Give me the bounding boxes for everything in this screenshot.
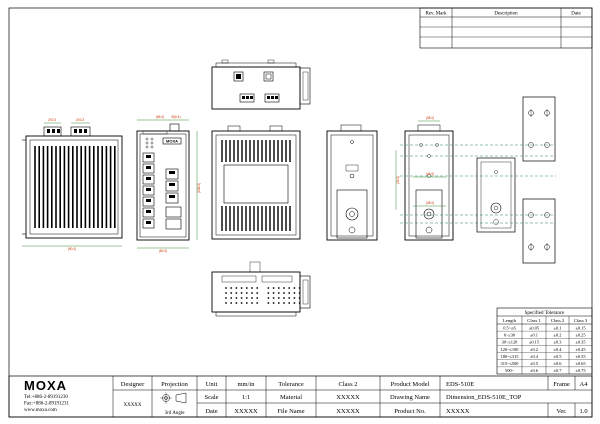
scale-value: 1:1 [242, 394, 250, 401]
dim-label-wall-4: (38.0) [426, 116, 434, 120]
rev-mark-header: Rev. Mark [425, 12, 447, 17]
filename-label: File Name [277, 408, 304, 415]
tolerance-cell: 30~≤120 [502, 340, 519, 345]
filename-value: XXXXX [336, 408, 360, 415]
tolerance-header-0: Length [503, 318, 517, 323]
bracket-view [476, 157, 516, 233]
tolerance-cell: ±0.5 [554, 354, 563, 359]
unit-label: Unit [206, 381, 218, 388]
tolerance-cell: ±0.6 [554, 361, 563, 366]
tolerance-table: Specified Tolerance Length Class 1 Class 2… [496, 307, 593, 375]
dim-label-hole: Ø(6.4) [171, 115, 180, 119]
third-angle-projection-icon [160, 392, 187, 404]
ver-label: Ver. [556, 408, 567, 415]
material-label: Material [280, 394, 302, 401]
tolerance-cell: 500~ [505, 368, 515, 373]
unit-value: mm/in [238, 381, 256, 388]
tolerance-cell: ±0.05 [529, 325, 540, 330]
front-panel-logo: MOXA [166, 139, 178, 144]
tolerance-cell: ±0.35 [575, 340, 586, 345]
scale-label: Scale [204, 394, 218, 401]
web-text: www.moxa.com [24, 408, 57, 413]
dim-label-front-bottom: (80.0) [159, 249, 167, 253]
tolerance-label: Tolerance [278, 381, 304, 388]
tolerance-cell: ±0.15 [575, 325, 586, 330]
dim-label-1: 2X0.3 [48, 118, 57, 122]
product-model-value: EDS-510E [446, 381, 474, 388]
tolerance-cell: 0.5~≤6 [503, 325, 516, 330]
drawing-name-value: Dimension_EDS-510E_TOP [446, 394, 522, 401]
drawing-name-label: Drawing Name [390, 394, 430, 401]
projection-lines [400, 144, 556, 224]
dim-label-wall-3: (48.0) [426, 201, 434, 205]
dim-label-wall-1: (45.0) [396, 176, 400, 184]
tolerance-header-2: Class 2 [551, 318, 565, 323]
tolerance-cell: ±0.2 [530, 347, 538, 352]
fax-text: Fax:+886-2-89191231 [24, 402, 70, 407]
dim-label-2: 2X0.3 [76, 118, 85, 122]
designer-label: Designer [121, 381, 145, 388]
tolerance-cell: ±0.15 [529, 340, 540, 345]
projection-label: Projection [161, 381, 188, 388]
tolerance-cell: 6~≤30 [504, 332, 516, 337]
description-header: Description [494, 12, 518, 17]
date-label: Date [205, 408, 217, 415]
tolerance-header-1: Class 1 [527, 318, 541, 323]
tolerance-header-3: Class 3 [574, 318, 588, 323]
dim-label-width-1: (90.0) [68, 247, 76, 251]
rear-view [211, 125, 301, 240]
tolerance-value: Class 2 [339, 381, 358, 388]
tolerance-cell: ±0.1 [530, 332, 538, 337]
tolerance-cell: ±0.4 [554, 347, 563, 352]
tolerance-cell: ±0.6 [530, 368, 539, 373]
dim-label-front-width: (56.0) [156, 115, 164, 119]
tolerance-cell: ±0.2 [554, 332, 562, 337]
tolerance-cell: ±0.5 [530, 361, 539, 366]
moxa-logo: MOXA [24, 378, 67, 393]
top-view [211, 59, 311, 110]
product-model-label: Product Model [391, 381, 430, 388]
tolerance-cell: ±0.65 [575, 361, 586, 366]
material-value: XXXXX [336, 394, 360, 401]
tolerance-cell: ±0.25 [575, 332, 586, 337]
tolerance-cell: ±0.4 [530, 354, 539, 359]
wall-mount-view: (45.0) (45.0) (48.0) (38.0) [395, 116, 454, 241]
ver-value: 1.0 [579, 408, 587, 415]
tel-text: Tel:+886-2-89191230 [24, 395, 68, 400]
frame-value: A4 [580, 381, 589, 388]
product-no-value: XXXXX [446, 408, 470, 415]
tolerance-cell: 315~≤500 [501, 361, 520, 366]
date-value: XXXXX [234, 408, 258, 415]
bottom-view [211, 261, 311, 317]
tolerance-cell: ±0.7 [554, 368, 563, 373]
tolerance-cell: 120~≤180 [501, 347, 520, 352]
title-block: MOXA Tel:+886-2-89191230 Fax:+886-2-8919… [8, 375, 593, 418]
dim-label-wall-2: (45.0) [426, 172, 434, 176]
date-header: Date [571, 12, 581, 17]
right-side-view [326, 124, 378, 241]
tolerance-title: Specified Tolerance [525, 311, 565, 316]
tolerance-cell: 180~≤315 [501, 354, 520, 359]
front-panel-view: (56.0) Ø(6.4) MOXA (80.0) (106.0) [136, 115, 201, 253]
frame-label: Frame [553, 381, 570, 388]
designer-value: XXXXX [123, 403, 141, 408]
dim-label-height: (106.0) [197, 183, 201, 193]
revision-table: Rev. Mark Description Date [419, 7, 593, 49]
wall-plate-bottom [522, 198, 556, 264]
tolerance-cell: ±0.3 [554, 340, 563, 345]
tolerance-cell: ±0.55 [575, 354, 586, 359]
product-no-label: Product No. [394, 408, 426, 415]
projection-value: 3rd Angle [165, 411, 186, 416]
tolerance-cell: ±0.45 [575, 347, 586, 352]
wall-plate-top [522, 96, 556, 162]
tolerance-cell: ±0.75 [575, 368, 586, 373]
tolerance-cell: ±0.1 [554, 325, 562, 330]
left-side-view: 2X0.3 2X0.3 (90.0) [22, 118, 123, 251]
